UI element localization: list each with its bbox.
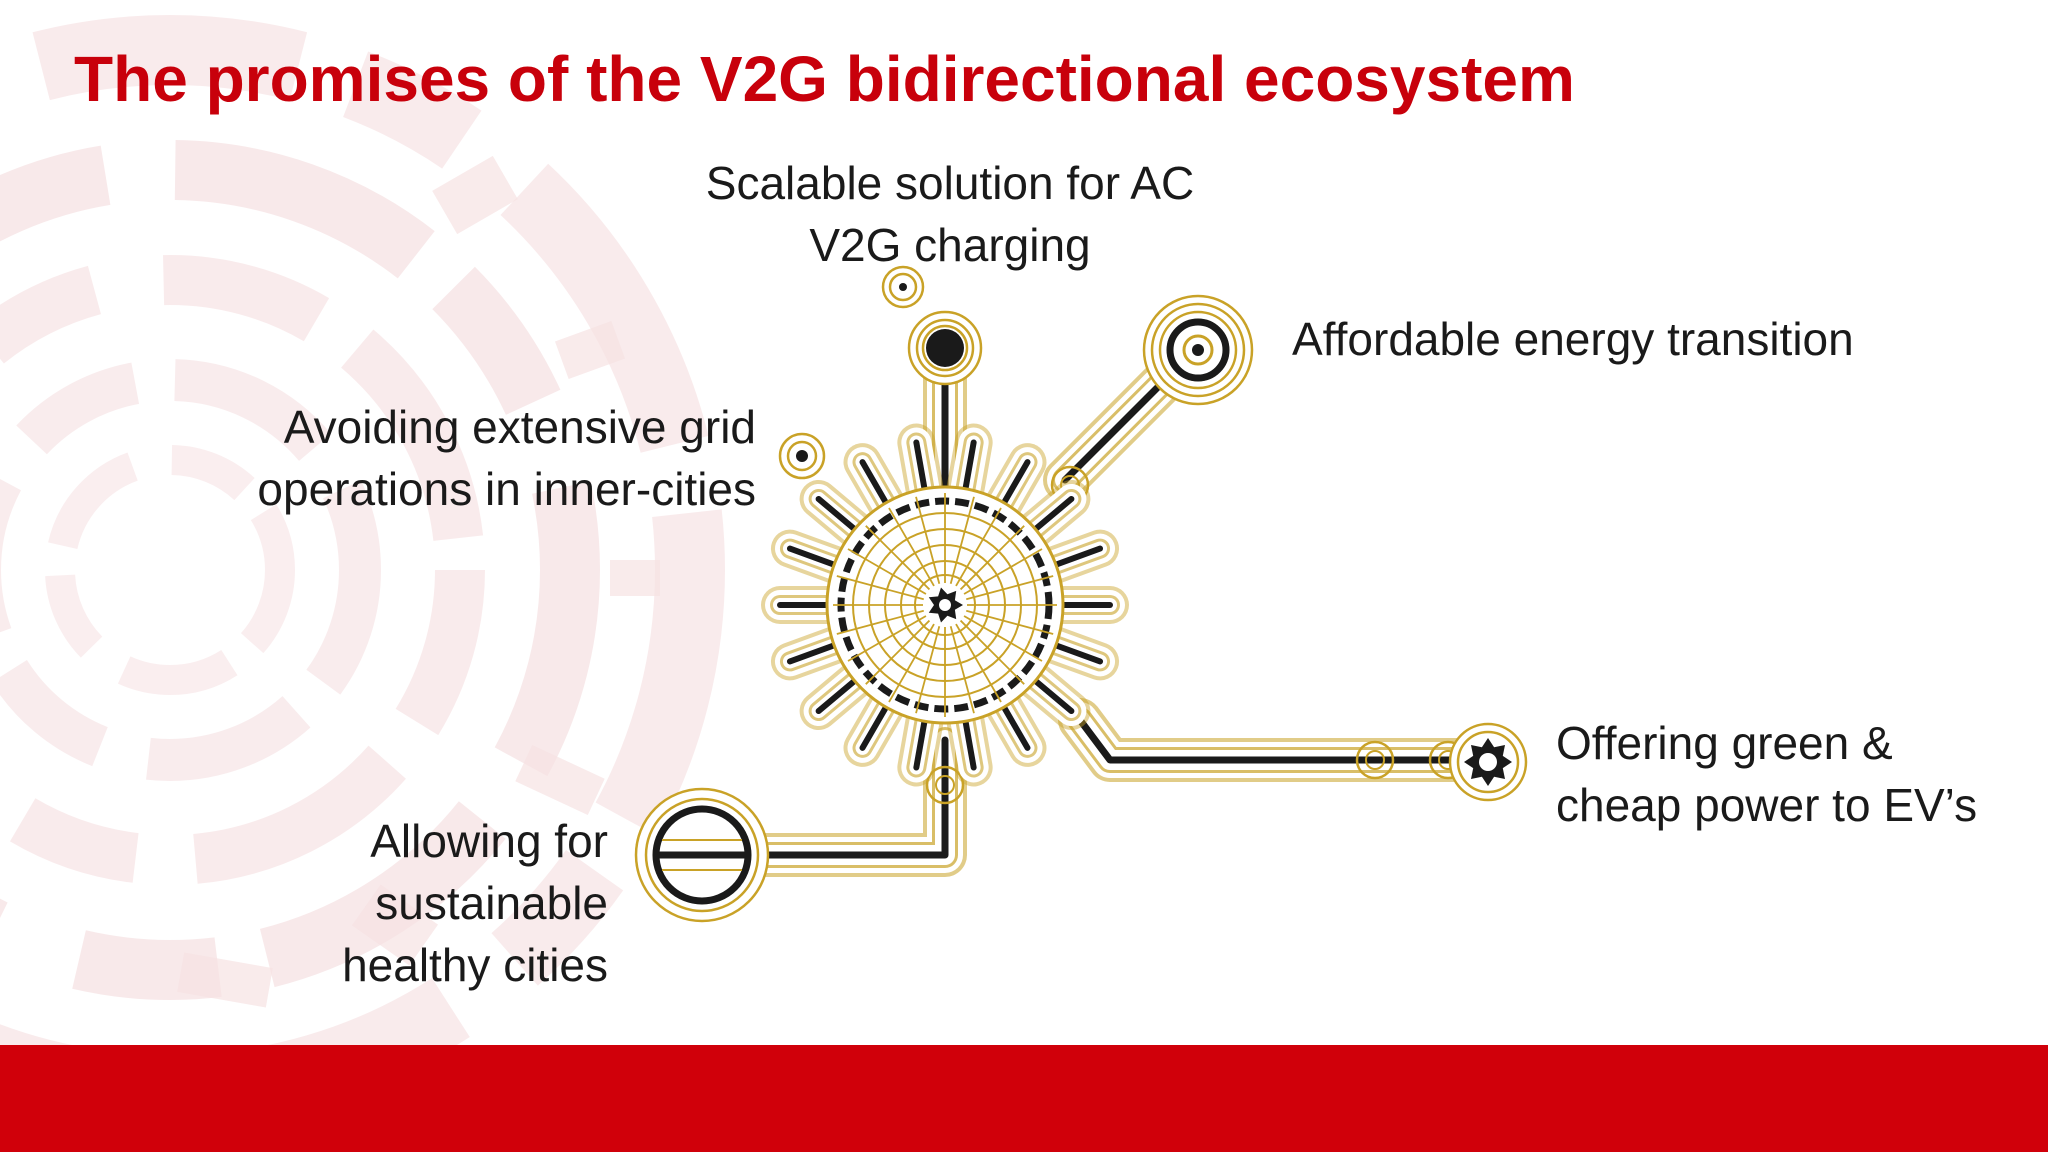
hub-web-2 (963, 615, 1043, 662)
benefit-offering-label: Offering green & cheap power to EV’s (1556, 712, 1977, 836)
node-affordable-inner (1182, 334, 1214, 366)
benefit-offering-line-1: Offering green & (1556, 717, 1893, 769)
hub-center-dot (939, 599, 951, 611)
node-affordable-dot (1192, 344, 1204, 356)
hub-web-20 (955, 507, 1002, 587)
node-top-small-ring-1 (888, 272, 918, 302)
gear-icon-center (1479, 753, 1497, 771)
hub-web-22 (963, 548, 1043, 595)
footer-bar (0, 1045, 2048, 1152)
benefit-allowing-line-3: healthy cities (342, 939, 608, 991)
hub-web-19 (949, 496, 975, 584)
node-affordable-dark-ring (1166, 318, 1230, 382)
junction-ring-1 (1355, 740, 1395, 780)
hub-web-13 (836, 575, 924, 601)
node-allowing-ring-1 (644, 797, 760, 913)
node-affordable-ring-2 (1158, 310, 1238, 390)
hub-web-8 (888, 623, 935, 703)
hub-web-9 (865, 619, 931, 685)
hub-web-21 (959, 525, 1025, 591)
benefit-allowing-line-2: sustainable (375, 877, 608, 929)
central-hub (761, 423, 1129, 787)
trace-allowing (686, 736, 949, 859)
benefit-avoiding-line-2: operations in inner-cities (257, 463, 756, 515)
junction-ring-inner-2 (935, 775, 955, 795)
hub-web-7 (915, 626, 941, 714)
benefit-scalable-label: Scalable solution for AC V2G charging (660, 152, 1240, 276)
hub-web-11 (836, 609, 924, 635)
node-left-small-dot (796, 450, 808, 462)
node-affordable-ring-1 (1150, 302, 1246, 398)
hub-web-14 (847, 548, 927, 595)
benefit-allowing-line-1: Allowing for (370, 815, 608, 867)
node-top-dot (926, 329, 964, 367)
node-top-ring-1 (915, 318, 975, 378)
benefit-scalable-line-1: Scalable solution for AC (705, 157, 1195, 209)
benefit-scalable-line-2: V2G charging (809, 219, 1091, 271)
junction-ring-inner-1 (1365, 750, 1385, 770)
hub-web-5 (949, 626, 975, 714)
junction-ring-2 (925, 765, 965, 805)
benefit-allowing-label: Allowing for sustainable healthy cities (250, 810, 608, 996)
node-left-small-ring-1 (786, 440, 818, 472)
page-title: The promises of the V2G bidirectional ec… (74, 43, 1575, 115)
hub-web-15 (865, 525, 931, 591)
node-top-ring-2 (921, 324, 969, 372)
benefit-affordable-label: Affordable energy transition (1292, 308, 1854, 370)
hub-web-17 (915, 496, 941, 584)
benefit-affordable-line-1: Affordable energy transition (1292, 313, 1854, 365)
hub-web-23 (966, 575, 1054, 601)
trace-offering (1076, 716, 1474, 764)
node-top-small-dot (899, 283, 907, 291)
benefit-avoiding-line-1: Avoiding extensive grid (283, 401, 756, 453)
hub-web-4 (955, 623, 1002, 703)
benefit-avoiding-label: Avoiding extensive grid operations in in… (150, 396, 756, 520)
hub-web-10 (847, 615, 927, 662)
hub-web-3 (959, 619, 1025, 685)
hub-web-1 (966, 609, 1054, 635)
benefit-offering-line-2: cheap power to EV’s (1556, 779, 1978, 831)
node-offering-ring-1 (1456, 730, 1520, 794)
terminal-nodes (634, 265, 1528, 923)
hub-web-16 (888, 507, 935, 587)
